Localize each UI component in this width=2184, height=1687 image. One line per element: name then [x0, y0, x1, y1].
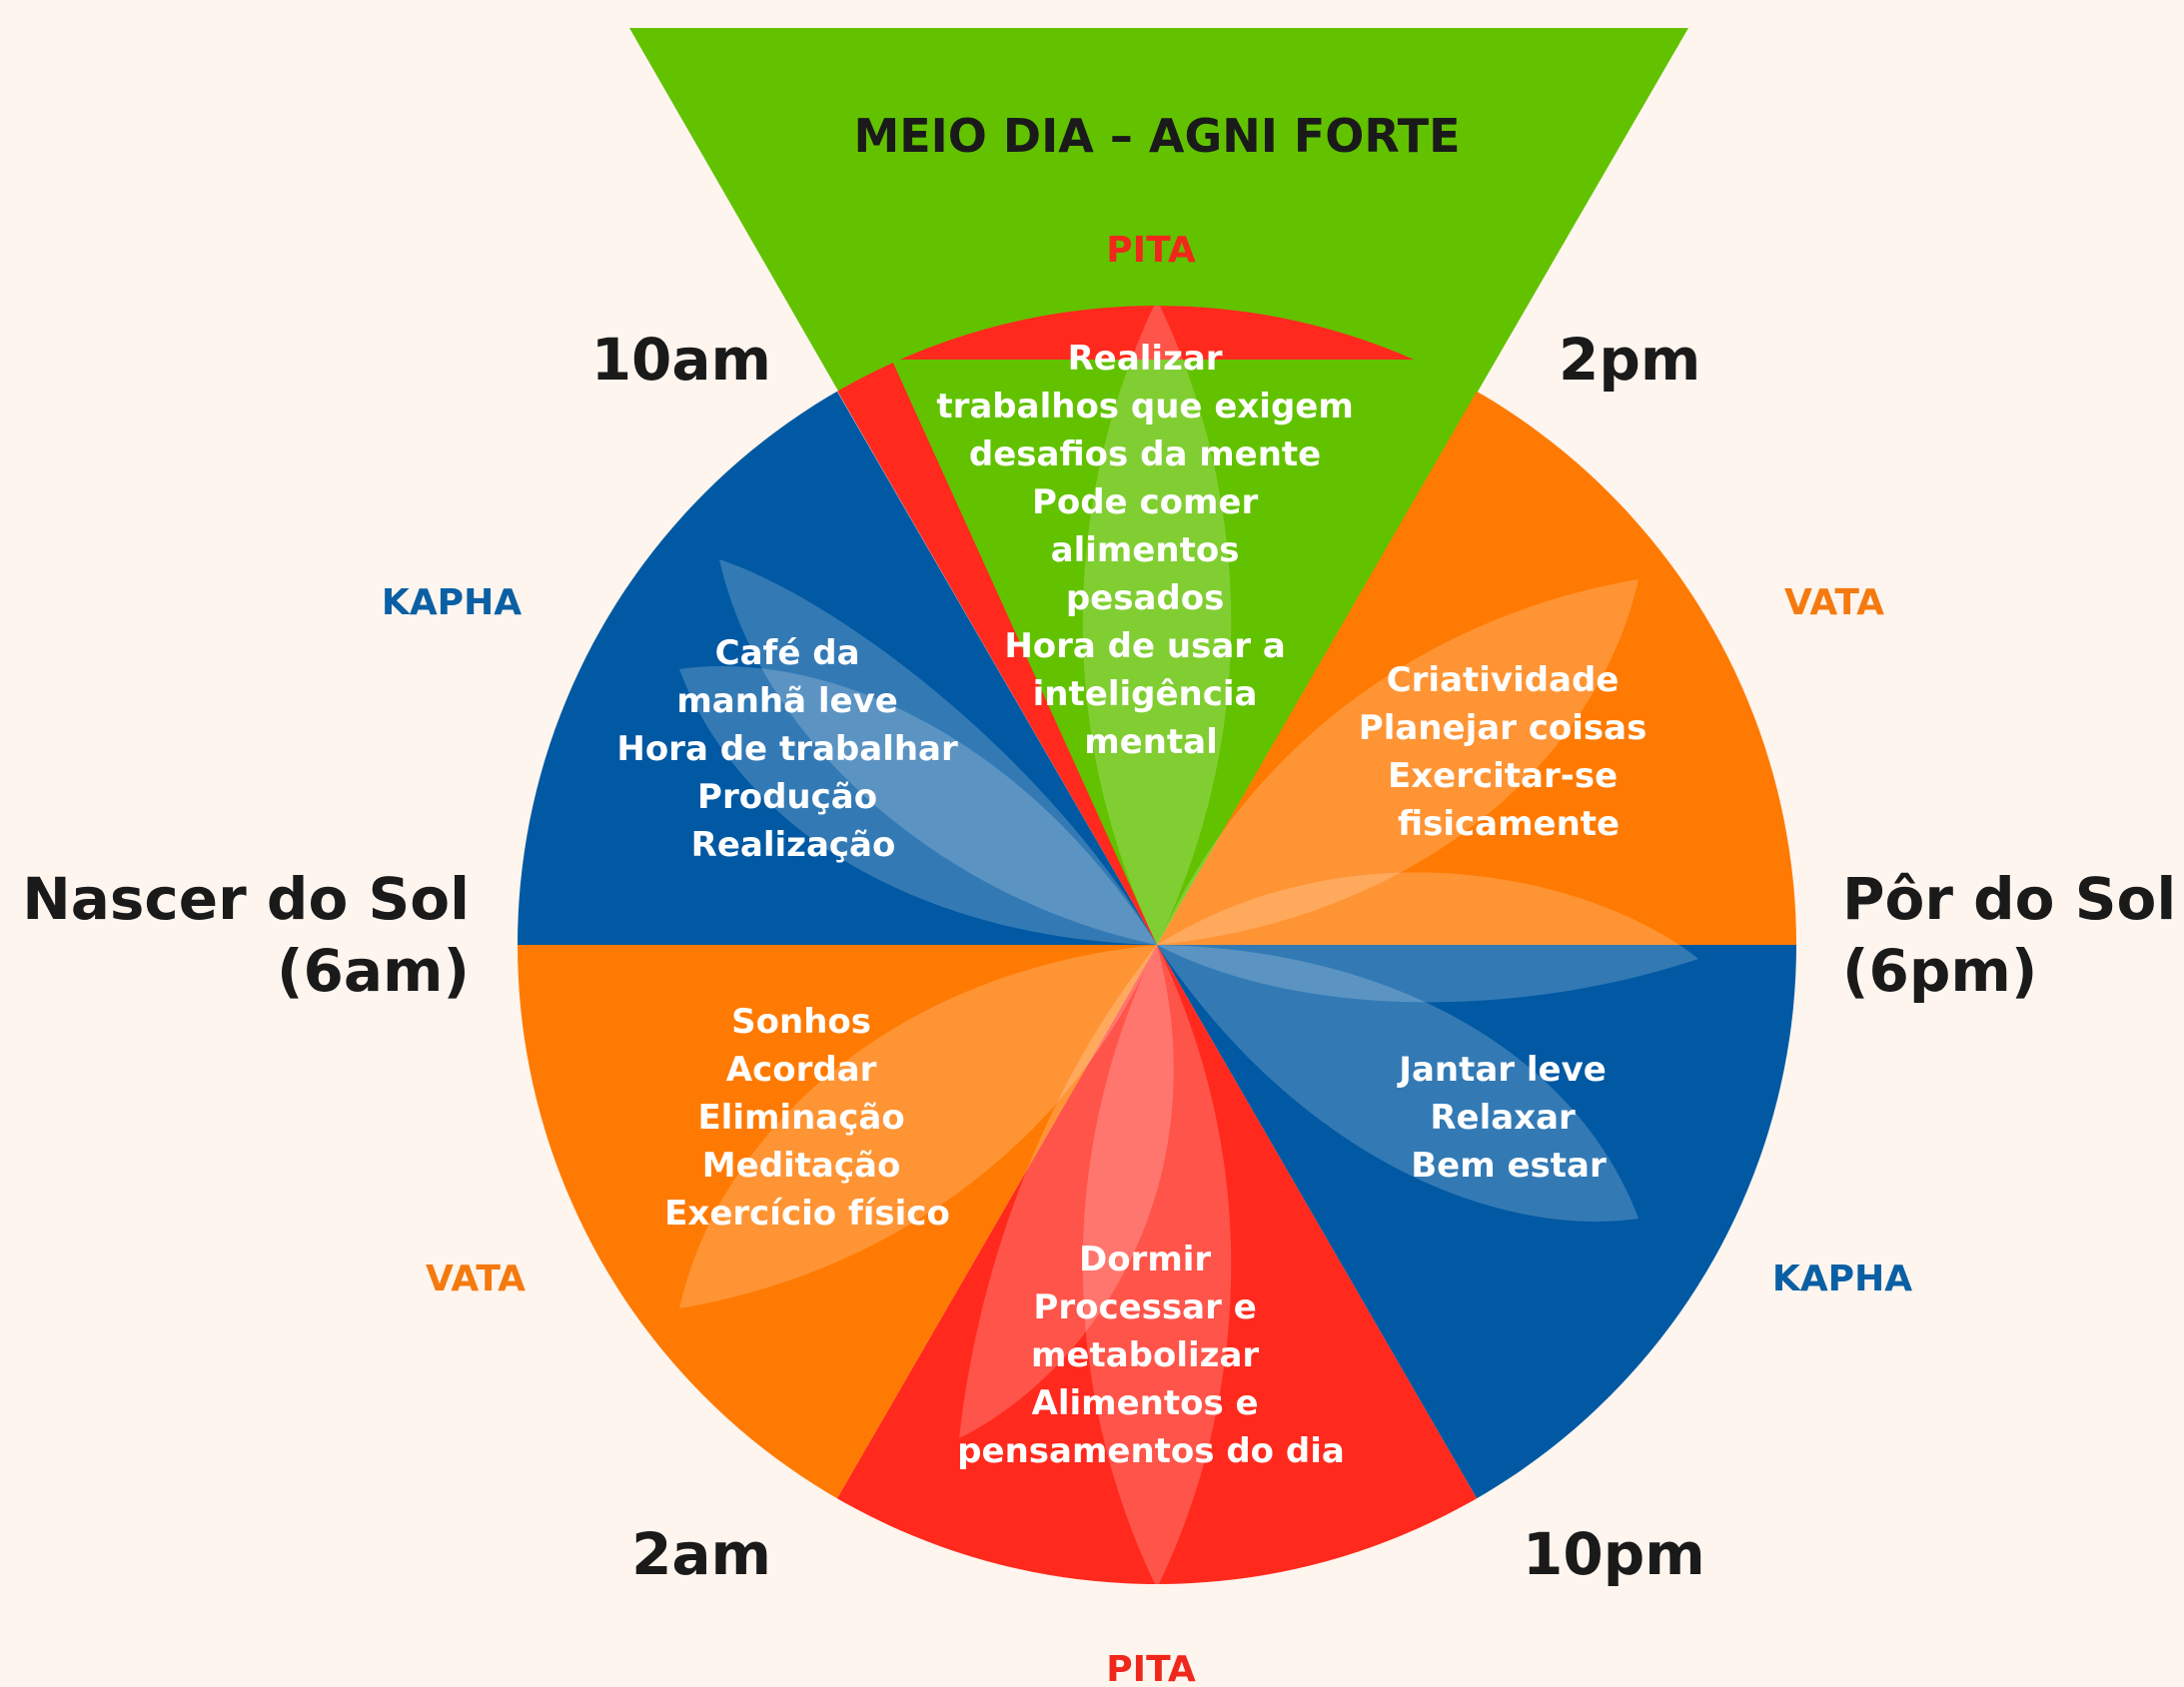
time-label-sunrise: Nascer do Sol (6am): [22, 865, 470, 1005]
time-label-10pm: 10pm: [1523, 1520, 1705, 1588]
segment-top-line: Hora de usar a: [1004, 626, 1286, 666]
segment-upper-left-line: manhã leve: [676, 681, 898, 721]
segment-lower-left-line: Eliminação: [697, 1098, 904, 1138]
segment-lower-right-line: Bem estar: [1411, 1146, 1607, 1186]
segment-top-line: Pode comer: [1032, 482, 1259, 522]
segment-upper-right-line: fisicamente: [1398, 804, 1620, 844]
segment-top-line: desafios da mente: [969, 434, 1321, 474]
segment-lower-left-line: Sonhos: [731, 1002, 871, 1042]
segment-upper-left-line: Produção: [697, 777, 877, 817]
segment-upper-left-line: Café da: [715, 633, 860, 673]
segment-upper-right-line: Planejar coisas: [1359, 708, 1647, 748]
noon-funnel-banner: [629, 28, 1688, 945]
segment-top-line: mental: [1084, 722, 1218, 762]
sunset-line: Pôr do Sol: [1842, 865, 2176, 933]
segment-upper-right-line: Criatividade: [1387, 660, 1620, 700]
segment-bottom-line: Alimentos e: [1032, 1383, 1259, 1423]
dosha-label-top-pitta: PITA: [1106, 230, 1196, 271]
time-label-10am: 10am: [591, 326, 771, 394]
dosha-label-upper-left-kapha: KAPHA: [382, 582, 522, 623]
segment-upper-left-line: Hora de trabalhar: [616, 729, 958, 769]
segment-upper-right-line: Exercitar-se: [1388, 756, 1618, 796]
segment-lower-right-text: Jantar leve Relaxar Bem estar: [1397, 1050, 1618, 1186]
segment-bottom-pitta: [837, 945, 1477, 1584]
segment-top-pitta: [819, 306, 1495, 945]
sunrise-time-line: (6am): [277, 937, 470, 1005]
sunrise-line: Nascer do Sol: [22, 865, 470, 933]
segment-lower-left-line: Exercício físico: [664, 1194, 950, 1234]
segment-bottom-line: pensamentos do dia: [957, 1431, 1345, 1471]
segment-lower-right-line: Jantar leve: [1397, 1050, 1607, 1090]
segment-upper-right-text: Criatividade Planejar coisas Exercitar-s…: [1359, 660, 1658, 844]
segment-top-line: inteligência: [1033, 674, 1258, 714]
dosha-label-upper-right-vata: VATA: [1784, 582, 1884, 623]
time-label-2pm: 2pm: [1559, 326, 1700, 394]
segment-lower-right-line: Relaxar: [1430, 1098, 1576, 1138]
segment-bottom-text: Dormir Processar e metabolizar Alimentos…: [957, 1240, 1345, 1471]
segment-top-text: Realizar trabalhos que exigem desafios d…: [936, 339, 1365, 762]
segment-top-line: alimentos: [1051, 530, 1240, 570]
sunset-time-line: (6pm): [1842, 937, 2037, 1005]
segment-bottom-line: metabolizar: [1031, 1335, 1259, 1375]
segment-bottom-line: Dormir: [1079, 1240, 1211, 1279]
banner-title: MEIO DIA – AGNI FORTE: [853, 109, 1460, 163]
segment-upper-left-line: Realização: [691, 825, 896, 865]
segment-upper-left-text: Café da manhã leve Hora de trabalhar Pro…: [616, 633, 969, 865]
segment-lower-left-text: Sonhos Acordar Eliminação Meditação Exer…: [664, 1002, 950, 1234]
segment-lower-left-line: Acordar: [726, 1050, 877, 1090]
segment-lower-left-line: Meditação: [702, 1146, 901, 1186]
time-label-2am: 2am: [631, 1520, 771, 1588]
segment-top-line: Realizar: [1068, 339, 1223, 379]
lotus-petals-decoration: [679, 306, 1698, 1584]
segment-top-line: trabalhos que exigem: [936, 387, 1353, 426]
segment-bottom-line: Processar e: [1033, 1287, 1256, 1327]
dosha-label-lower-right-kapha: KAPHA: [1772, 1259, 1912, 1299]
dosha-label-bottom-pitta: PITA: [1106, 1649, 1196, 1687]
segment-top-line: pesados: [1066, 578, 1225, 618]
time-label-sunset: Pôr do Sol (6pm): [1842, 865, 2176, 1005]
dosha-label-lower-left-vata: VATA: [426, 1259, 526, 1299]
